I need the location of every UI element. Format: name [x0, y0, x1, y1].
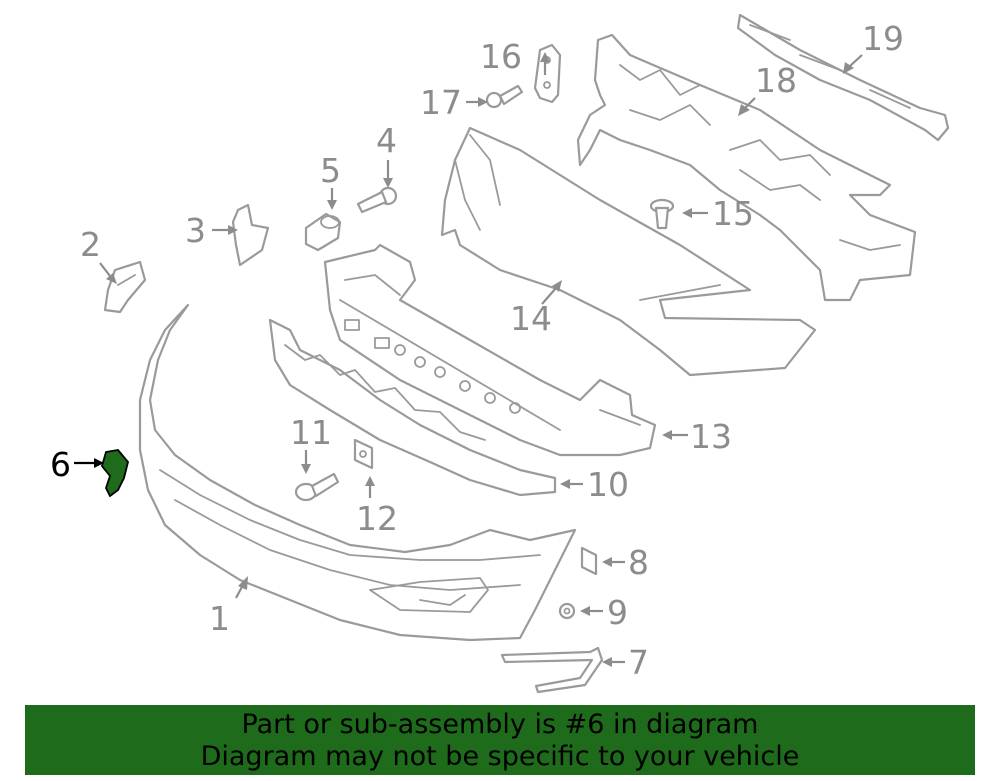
part-8-clip[interactable]: [580, 546, 598, 576]
part-13-reinforcement[interactable]: [323, 243, 657, 457]
callout-10: 10: [587, 465, 629, 504]
part-16-bracket[interactable]: [533, 43, 562, 104]
part-18-upper-bracket[interactable]: [576, 33, 917, 302]
callout-12: 12: [356, 499, 398, 538]
banner-line-2: Diagram may not be specific to your vehi…: [200, 741, 800, 772]
callout-8: 8: [628, 543, 649, 582]
part-1-bumper-cover[interactable]: [138, 303, 577, 642]
part-2-bracket[interactable]: [103, 260, 147, 314]
part-5-nut[interactable]: [304, 212, 342, 252]
callout-7: 7: [628, 643, 649, 682]
callout-19: 19: [862, 19, 904, 58]
callout-1: 1: [209, 599, 230, 638]
callout-4: 4: [376, 121, 397, 160]
part-10-absorber[interactable]: [268, 318, 557, 497]
part-11-bolt[interactable]: [294, 472, 340, 502]
part-info-banner: Part or sub-assembly is #6 in diagram Di…: [25, 705, 975, 775]
callout-16: 16: [480, 37, 522, 76]
part-6-highlighted[interactable]: [101, 449, 129, 498]
callout-9: 9: [607, 593, 628, 632]
callout-labels: 1 2 3 4 5 6 7 8 9 10 11 12 13 14 15 16 1…: [50, 19, 904, 682]
part-15-push-pin[interactable]: [649, 198, 675, 230]
part-9-washer[interactable]: [558, 602, 576, 620]
callout-13: 13: [690, 417, 732, 456]
part-19-cover[interactable]: [736, 13, 950, 142]
callout-14: 14: [510, 299, 552, 338]
part-7-trim[interactable]: [500, 646, 604, 694]
part-12-clip[interactable]: [353, 438, 374, 470]
part-4-bolt[interactable]: [356, 186, 398, 214]
callout-6: 6: [50, 445, 71, 484]
part-14-upper-trim[interactable]: [440, 126, 817, 377]
part-3-bracket[interactable]: [231, 203, 270, 267]
callout-17: 17: [420, 83, 462, 122]
part-17-screw[interactable]: [485, 84, 524, 109]
callout-2: 2: [80, 225, 101, 264]
callout-3: 3: [185, 211, 206, 250]
leader-lines: [74, 52, 863, 667]
callout-18: 18: [755, 61, 797, 100]
banner-line-1: Part or sub-assembly is #6 in diagram: [241, 709, 759, 740]
callout-11: 11: [290, 413, 332, 452]
callout-15: 15: [712, 194, 754, 233]
callout-5: 5: [320, 151, 341, 190]
parts-diagram: 1 2 3 4 5 6 7 8 9 10 11 12 13 14 15 16 1…: [50, 13, 950, 694]
